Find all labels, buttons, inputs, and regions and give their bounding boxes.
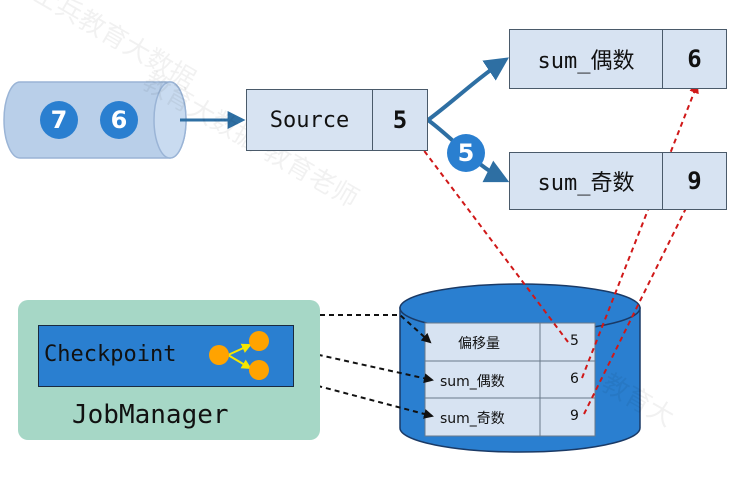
source-label: Source <box>269 107 350 133</box>
restore-offset-arrow <box>411 134 569 343</box>
sum-odd-label: sum_奇数 <box>537 171 635 196</box>
state-store-cylinder <box>399 283 641 453</box>
state-key-sum-even: sum_偶数 <box>440 374 505 390</box>
snapshot-offset-arrow <box>219 314 432 350</box>
state-value-sum-even: 6 <box>570 371 579 387</box>
source-operator: Source 5 <box>246 89 428 151</box>
source-to-even-arrow <box>426 57 509 122</box>
sum-odd-operator: sum_奇数 9 <box>509 152 727 210</box>
source-offset-value: 5 <box>372 90 427 150</box>
stream-element-6: 6 <box>100 101 138 139</box>
state-key-sum-odd: sum_奇数 <box>440 411 505 427</box>
input-stream-pipe <box>3 81 187 159</box>
checkpoint-label: Checkpoint <box>44 342 177 367</box>
state-value-offset: 5 <box>570 333 579 349</box>
state-value-sum-odd: 9 <box>570 408 579 424</box>
sum-even-value: 6 <box>662 30 726 88</box>
sum-odd-value: 9 <box>662 153 726 209</box>
job-manager-label: JobManager <box>72 400 229 430</box>
stream-element-7: 7 <box>40 101 78 139</box>
sum-even-label: sum_偶数 <box>537 49 635 74</box>
in-flight-record: 5 <box>447 134 485 172</box>
state-key-offset: 偏移量 <box>458 336 500 352</box>
sum-even-operator: sum_偶数 6 <box>509 29 727 89</box>
restore-even-arrow <box>581 83 699 379</box>
